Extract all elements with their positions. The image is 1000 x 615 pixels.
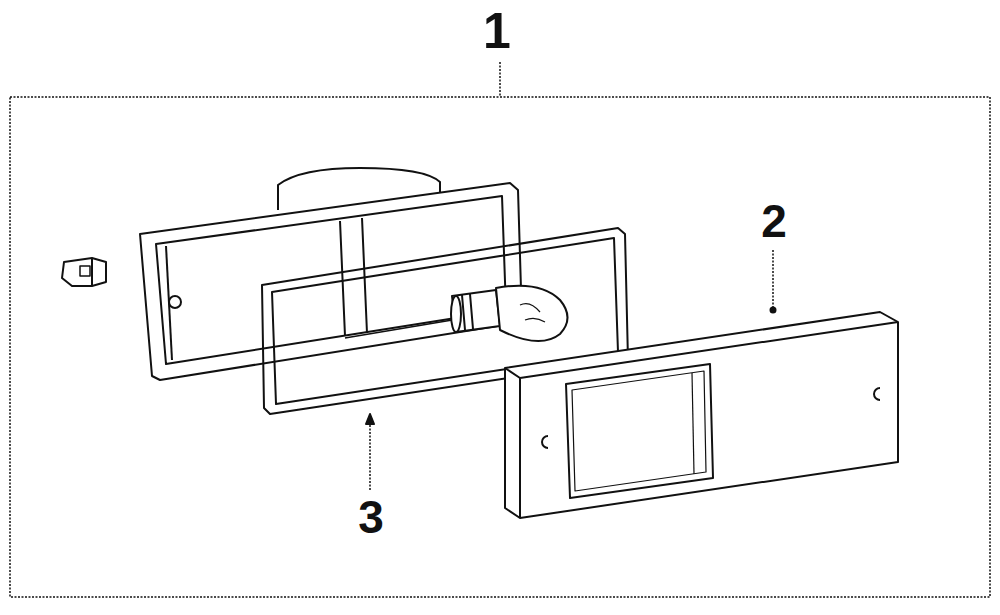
housing [140,183,522,380]
assembly-frame [10,97,990,597]
clip [62,258,106,286]
callout-number: 3 [358,494,384,540]
leader-arrow [366,414,374,424]
leader-line [499,62,501,97]
lens [505,312,898,518]
leader-dot [771,308,776,313]
leader-line [369,418,371,490]
leader-line [772,250,774,308]
callout-number: 2 [761,198,787,244]
callout-number: 1 [483,6,511,56]
bulb [451,286,568,341]
